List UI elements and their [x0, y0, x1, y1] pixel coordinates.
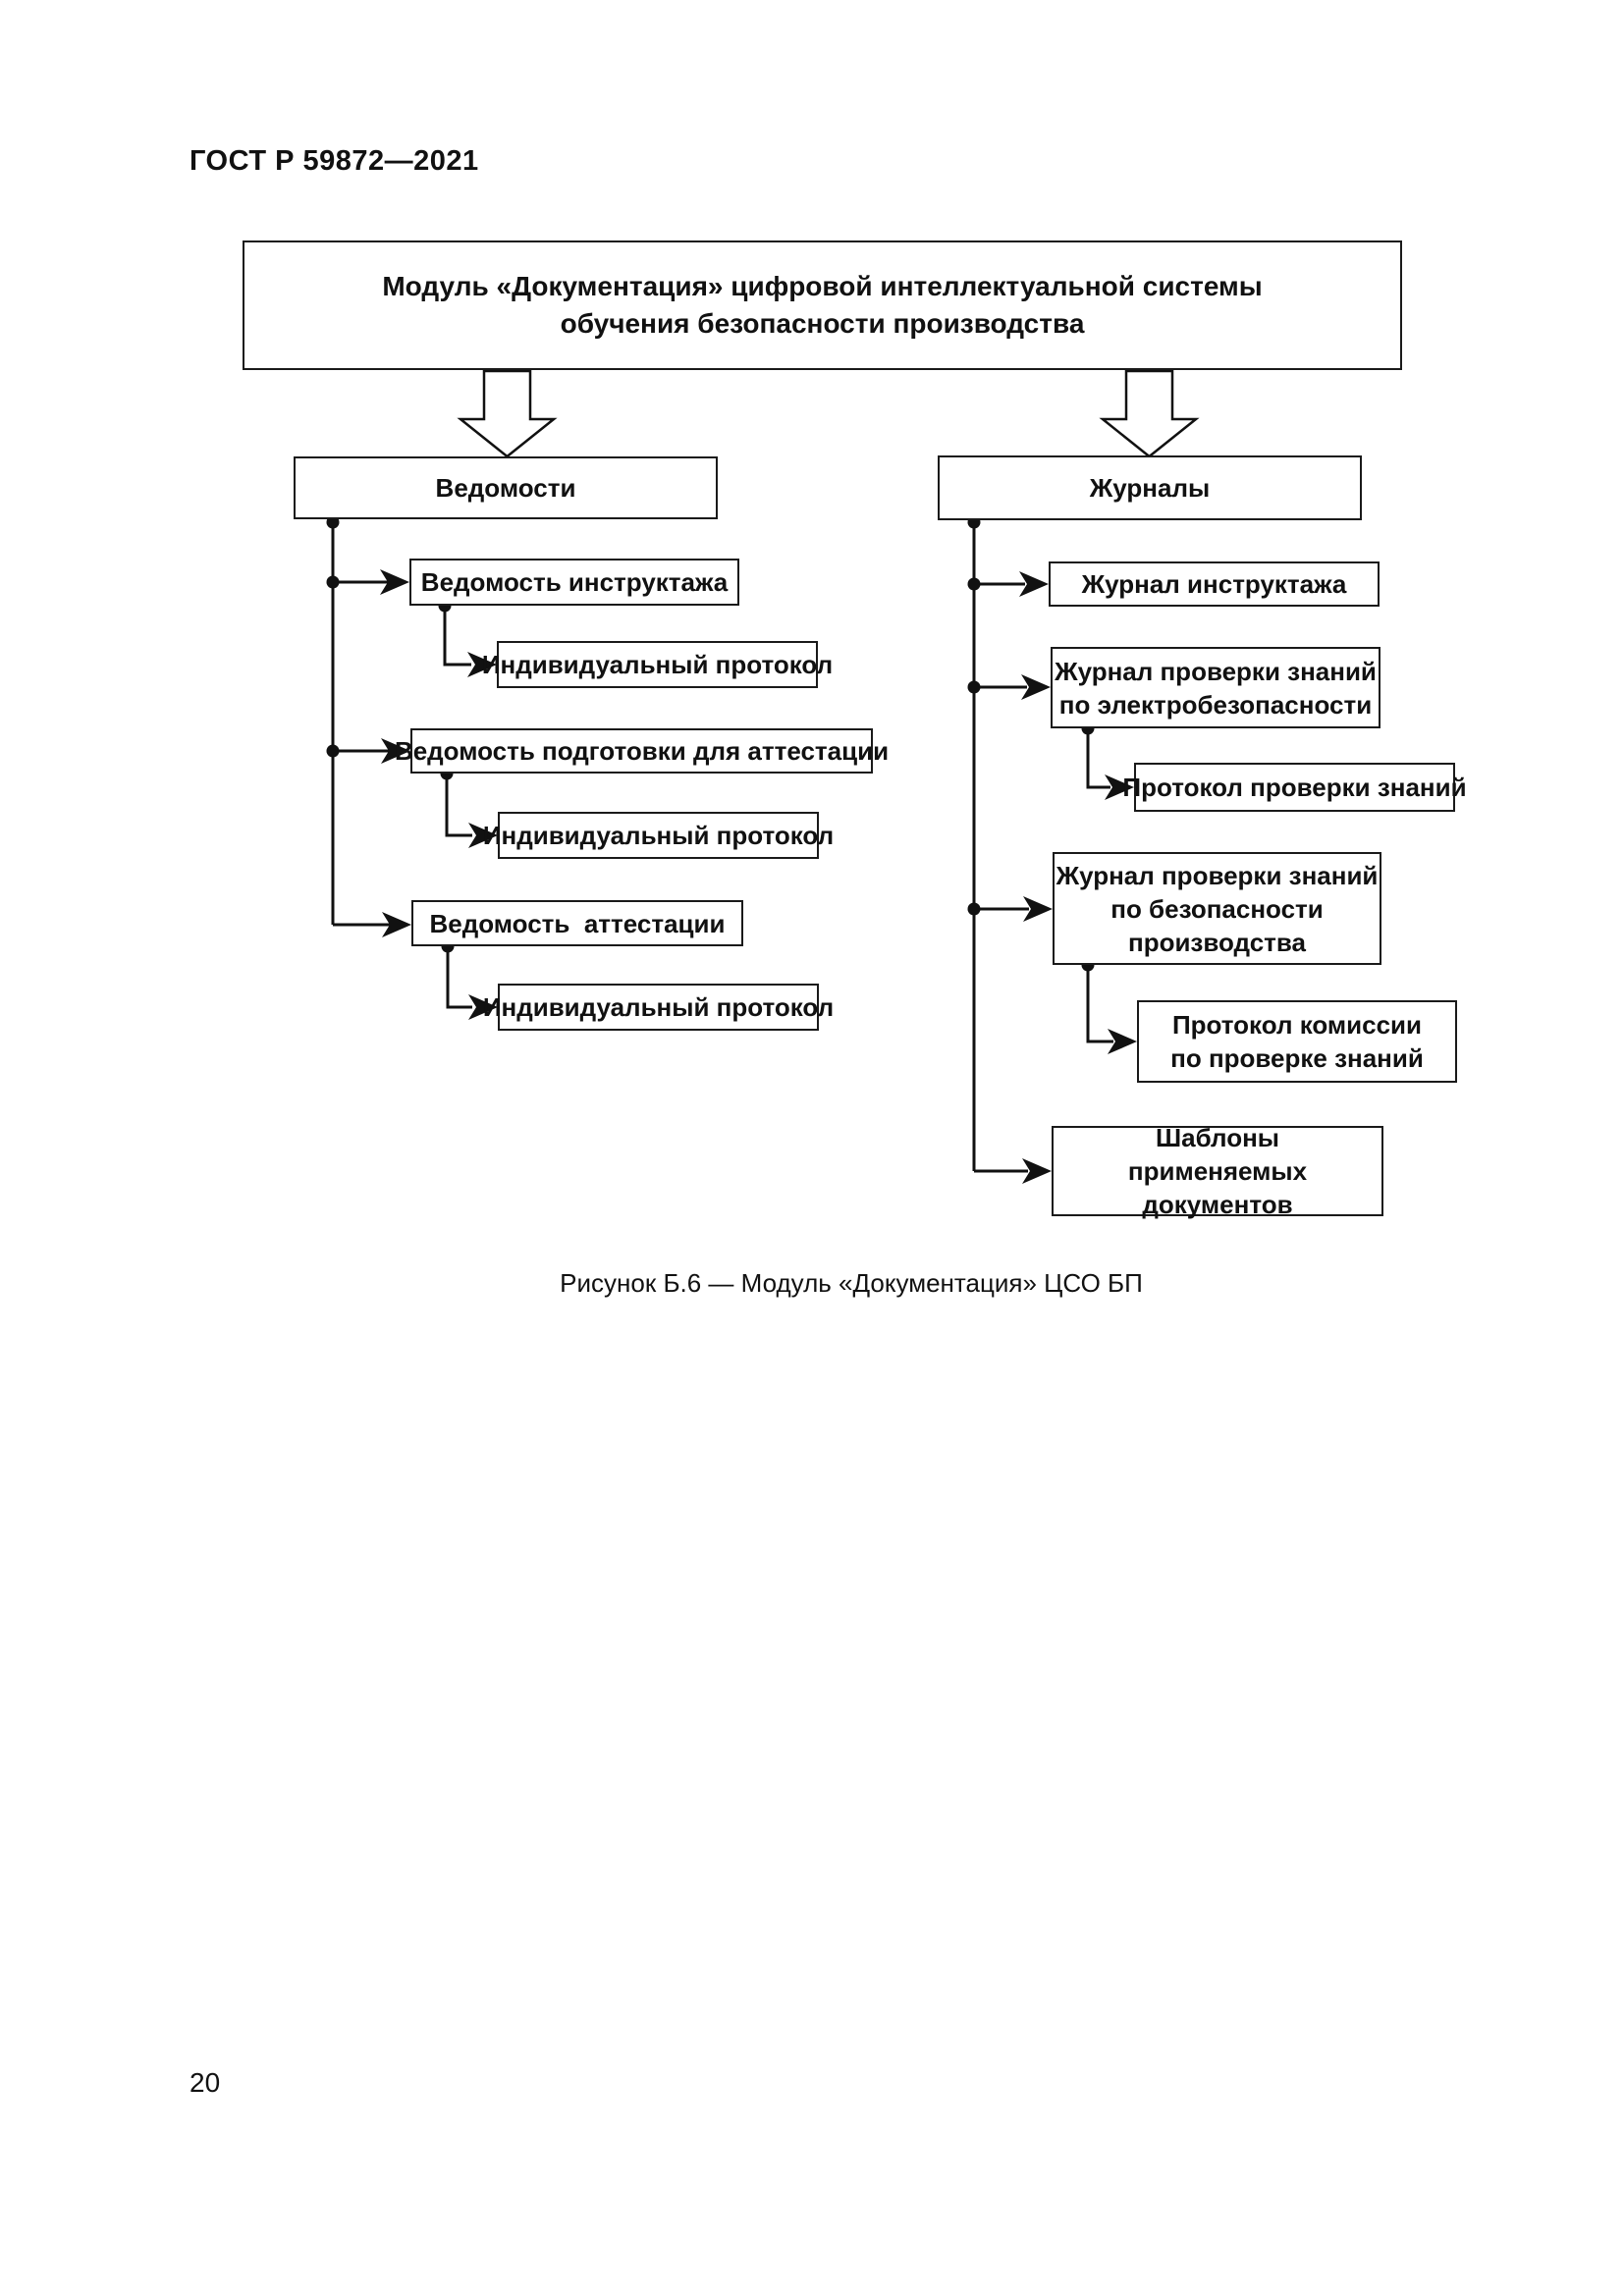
node-individualny-protokol-1: Индивидуальный протокол — [482, 641, 833, 688]
node-shablony-dokumentov: Шаблоны применяемых документов — [1052, 1123, 1383, 1219]
page-number: 20 — [189, 2067, 221, 2098]
node-vedomost-podgotovki: Ведомость подготовки для аттестации — [395, 728, 889, 774]
figure-caption: Рисунок Б.6 — Модуль «Документация» ЦСО … — [560, 1268, 1143, 1298]
down-arrow-right-icon — [1099, 369, 1200, 458]
node-zhurnaly: Журналы — [938, 455, 1362, 520]
node-protokol-proverki-znaniy: Протокол проверки знаний — [1122, 763, 1467, 812]
node-zhurnal-bezopasnost-proizvodstva: Журнал проверки знаний по безопасности п… — [1053, 852, 1381, 965]
down-arrow-left-icon — [457, 369, 558, 458]
node-individualny-protokol-2: Индивидуальный протокол — [483, 812, 834, 859]
node-protokol-komissii: Протокол комиссии по проверке знаний — [1137, 1000, 1457, 1083]
node-zhurnal-instruktazha: Журнал инструктажа — [1049, 561, 1380, 607]
diagram-connectors — [326, 369, 1200, 1184]
node-root-module: Модуль «Документация» цифровой интеллект… — [243, 240, 1402, 370]
node-individualny-protokol-3: Индивидуальный протокол — [483, 984, 834, 1031]
node-vedomost-instruktazha: Ведомость инструктажа — [409, 559, 739, 606]
node-vedomosti: Ведомости — [294, 456, 718, 519]
node-vedomost-attestacii: Ведомость аттестации — [411, 900, 743, 946]
page-header: ГОСТ Р 59872—2021 — [189, 145, 479, 177]
arrowheads — [380, 569, 1137, 1184]
node-zhurnal-elektrobezopasnost: Журнал проверки знаний по электробезопас… — [1051, 647, 1380, 728]
